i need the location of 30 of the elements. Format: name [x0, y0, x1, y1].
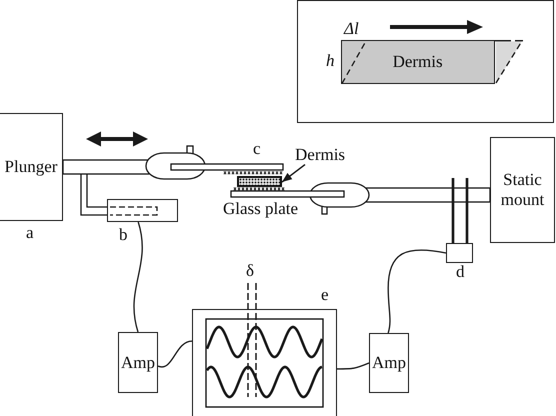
letter-label: d — [456, 262, 464, 282]
letter-label: b — [119, 225, 128, 245]
inset-panel — [297, 0, 554, 123]
oscilloscope — [192, 309, 337, 416]
mount-box — [490, 137, 555, 243]
part-label: Glass plate — [223, 199, 298, 219]
box-label: Plunger — [4, 157, 58, 177]
amplifier-box — [369, 333, 409, 393]
signal-wire — [337, 362, 370, 370]
symbol-label: δ — [246, 261, 254, 281]
box-label: Amp — [121, 352, 155, 372]
amplifier-box — [118, 332, 158, 393]
tissue-block — [340, 40, 495, 84]
sensor-box — [107, 199, 178, 222]
signal-wire — [388, 249, 446, 334]
dermis-sample — [237, 176, 282, 187]
box-label: Static mount — [500, 170, 546, 210]
leader-arrow — [282, 164, 306, 183]
letter-label: c — [253, 139, 261, 159]
signal-wire — [158, 340, 192, 368]
signal-wire — [133, 222, 143, 332]
dimension-label: h — [326, 51, 334, 71]
dimension-label: Δl — [344, 19, 359, 39]
letter-label: e — [321, 285, 329, 305]
plunger-box — [0, 113, 63, 221]
block-label: Dermis — [392, 52, 443, 72]
sensor-box — [446, 243, 473, 263]
callout-label: Dermis — [295, 145, 346, 165]
box-label: Amp — [372, 353, 406, 373]
letter-label: a — [26, 223, 34, 243]
